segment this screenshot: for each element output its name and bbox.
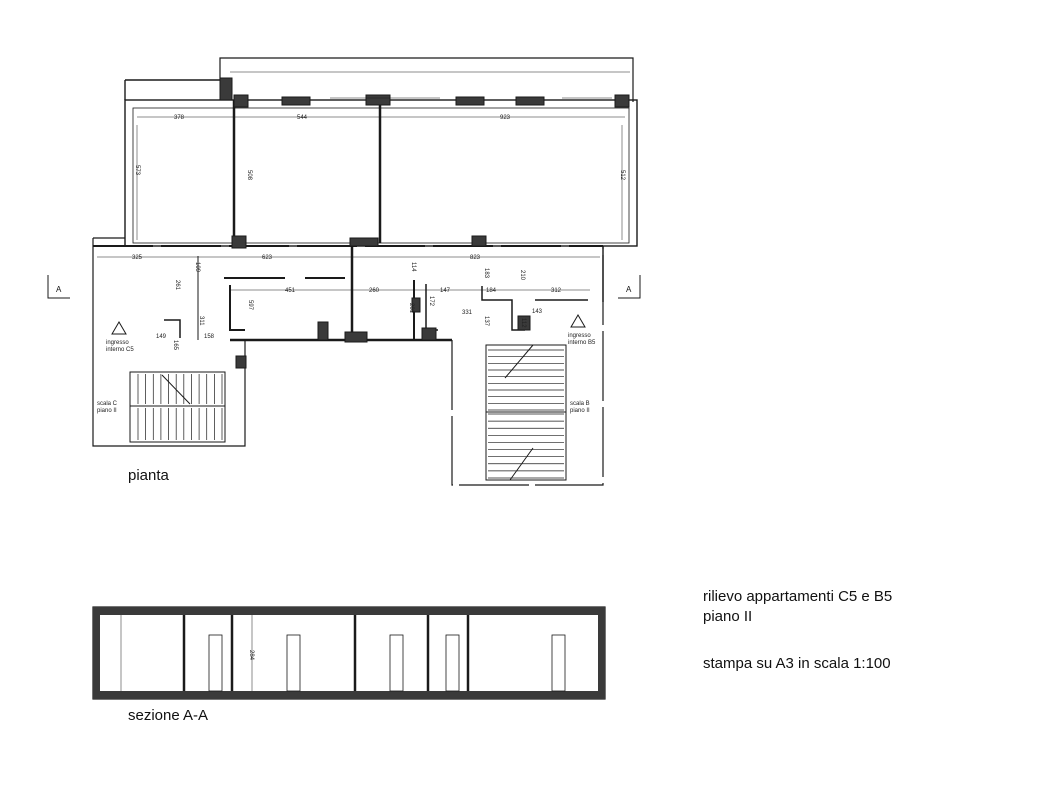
entrance-c-label: ingresso <box>106 340 129 346</box>
room-inner-wall <box>481 286 525 331</box>
pillar <box>517 315 531 331</box>
pillar <box>317 321 329 341</box>
entrance-c-triangle <box>111 321 127 335</box>
stair-c-arrow <box>161 374 191 405</box>
room-inner-wall <box>229 285 245 331</box>
stair-b-arrow <box>509 447 534 481</box>
pillar <box>344 331 368 343</box>
dimension: 623 <box>262 255 273 261</box>
pillar <box>411 297 421 313</box>
dimension: 378 <box>174 115 185 121</box>
pillar <box>471 235 487 247</box>
section-door <box>286 634 301 692</box>
section-height-dimension: 284 <box>248 650 254 661</box>
dimension: 184 <box>486 288 497 294</box>
section-slab-bottom <box>93 691 605 699</box>
section-door <box>551 634 566 692</box>
section-title: sezione A-A <box>128 707 209 724</box>
dimension: 149 <box>156 334 167 340</box>
stair-c-steps <box>137 374 223 440</box>
window-block <box>281 96 311 106</box>
dimension: 923 <box>500 115 511 121</box>
floor-label: piano II <box>703 608 753 625</box>
dimension: 109 <box>194 262 200 273</box>
section-outer <box>92 606 606 700</box>
dimension: 137 <box>483 316 489 327</box>
dimension: 331 <box>462 310 473 316</box>
pillar <box>233 94 249 108</box>
dimension: 325 <box>132 255 143 261</box>
section-wall-right <box>598 607 605 699</box>
dimension: 508 <box>246 170 252 181</box>
stair-b-arrow <box>504 344 534 379</box>
window-block <box>455 96 485 106</box>
plan-labels: A A ingresso interno C5 ingresso interno… <box>56 115 632 414</box>
stair-c-label: piano II <box>97 408 117 414</box>
dimension: 512 <box>619 170 625 181</box>
dimension: 158 <box>204 334 215 340</box>
section-marker-right <box>618 275 641 299</box>
dimension: 183 <box>483 268 489 279</box>
dimension: 201 <box>408 303 414 314</box>
stair-c-label: scala C <box>97 401 118 407</box>
print-scale-note: stampa su A3 in scala 1:100 <box>703 655 891 672</box>
plan-title: pianta <box>128 467 169 484</box>
stair-b-label: piano II <box>570 408 590 414</box>
pillar <box>235 355 247 369</box>
dimension: 112 <box>520 318 526 328</box>
dimension: 544 <box>297 115 308 121</box>
plan <box>47 57 641 486</box>
stair-c-outline <box>129 371 226 443</box>
window-block <box>515 96 545 106</box>
pillar <box>219 77 233 101</box>
dimension: 823 <box>470 255 481 261</box>
dimension: 573 <box>134 165 140 176</box>
section-wall-left <box>93 607 100 699</box>
entrance-b-label: ingresso <box>568 333 591 339</box>
dimension: 261 <box>174 280 180 291</box>
roof-outline <box>219 57 634 102</box>
survey-title: rilievo appartamenti C5 e B5 <box>703 588 893 605</box>
dimension: 210 <box>519 270 525 281</box>
pillar <box>365 94 391 106</box>
dimension: 147 <box>440 288 451 294</box>
section-door <box>445 634 460 692</box>
section-slab-top <box>93 607 605 615</box>
left-wing-outline <box>92 238 246 447</box>
entrance-b-label: interno B5 <box>568 340 596 346</box>
section-marker-left <box>47 275 70 299</box>
dimension: 597 <box>247 300 253 311</box>
pillar <box>614 94 630 108</box>
pillar <box>421 327 437 341</box>
section-door <box>389 634 404 692</box>
section-marker-right-label: A <box>626 285 632 294</box>
room-inner-wall <box>164 319 181 338</box>
dimension: 172 <box>428 296 434 307</box>
pillar <box>231 235 247 249</box>
stair-b-steps <box>488 349 564 479</box>
dimension: 114 <box>410 262 416 272</box>
section-door <box>208 634 223 692</box>
dimension: 143 <box>532 309 543 315</box>
dimension: 451 <box>285 288 296 294</box>
dimension: 311 <box>198 316 204 326</box>
section-marker-left-label: A <box>56 285 62 294</box>
entrance-b-triangle <box>570 314 586 328</box>
stair-b-label: scala B <box>570 401 590 407</box>
entrance-c-label: interno C5 <box>106 347 134 353</box>
dimension: 312 <box>551 288 562 294</box>
pillar <box>349 237 379 247</box>
section-a-a <box>92 606 606 700</box>
dimension: 260 <box>369 288 380 294</box>
right-wing-outline <box>451 246 604 486</box>
room-inner-wall <box>425 284 438 331</box>
dimension: 165 <box>172 340 178 351</box>
